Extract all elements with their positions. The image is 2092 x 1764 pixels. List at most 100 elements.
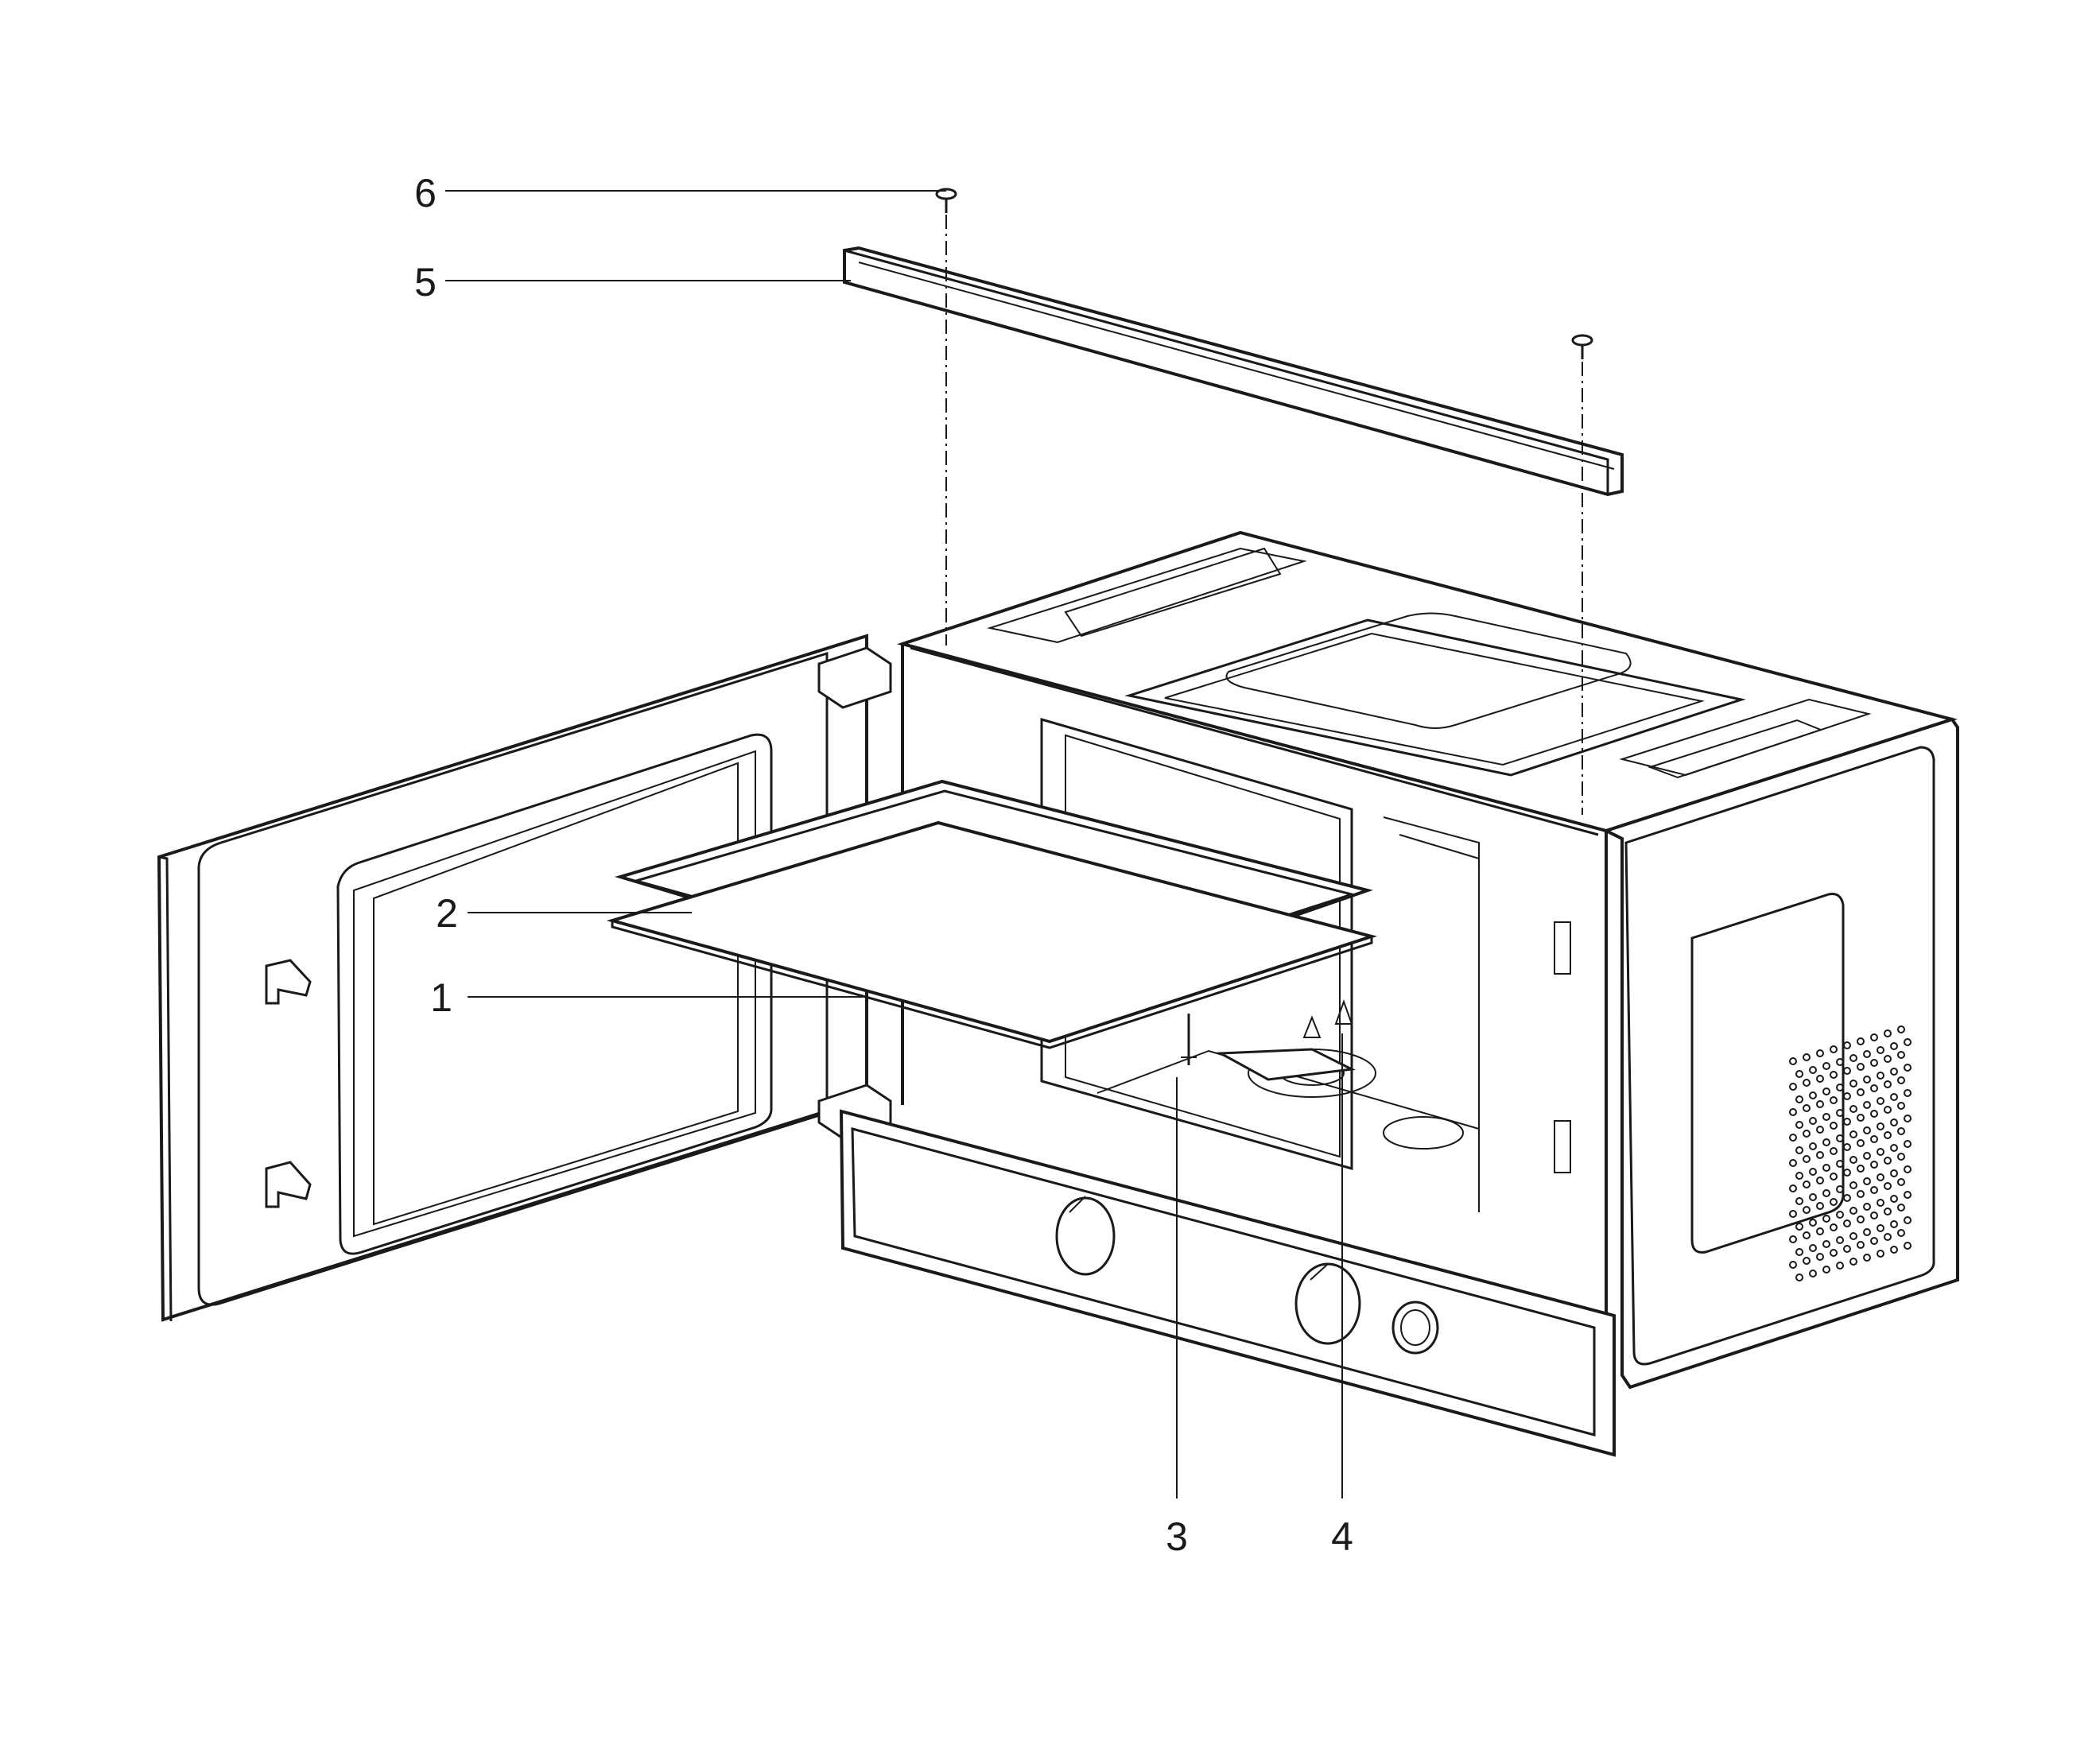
vent-hole xyxy=(1904,1165,1912,1173)
vent-hole xyxy=(1897,1153,1905,1161)
vent-hole xyxy=(1877,1148,1884,1156)
vent-hole xyxy=(1822,1240,1830,1248)
power-knob xyxy=(1294,1262,1361,1345)
vent-hole xyxy=(1830,1045,1838,1053)
vent-hole xyxy=(1877,1097,1884,1105)
vent-hole xyxy=(1816,1126,1824,1134)
vent-hole xyxy=(1789,1083,1797,1091)
vent-hole xyxy=(1843,1194,1851,1202)
vent-hole xyxy=(1809,1219,1817,1227)
vent-hole xyxy=(1890,1093,1898,1101)
vent-hole xyxy=(1890,1068,1898,1076)
vent-hole xyxy=(1849,1181,1857,1189)
vent-hole xyxy=(1803,1104,1811,1112)
vent-hole xyxy=(1789,1184,1797,1192)
vent-hole xyxy=(1897,1127,1905,1135)
vent-hole xyxy=(1897,1051,1905,1059)
support-pin-part-3 xyxy=(1181,1014,1197,1065)
vent-hole xyxy=(1809,1091,1817,1099)
vent-hole xyxy=(1870,1135,1878,1143)
vent-hole xyxy=(1904,1089,1912,1097)
vent-hole xyxy=(1809,1117,1817,1125)
vent-hole xyxy=(1884,1106,1892,1114)
tray-part-1 xyxy=(606,820,1378,1049)
vent-hole xyxy=(1795,1070,1803,1078)
door xyxy=(157,634,892,1322)
callout-5: 5 xyxy=(414,260,437,304)
vent-hole xyxy=(1884,1233,1892,1241)
vent-hole xyxy=(1795,1172,1803,1180)
vent-hole xyxy=(1897,1025,1905,1033)
vent-hole xyxy=(1830,1147,1838,1155)
vent-hole xyxy=(1863,1177,1871,1185)
vent-hole xyxy=(1789,1159,1797,1167)
cabinet xyxy=(896,530,1959,1390)
vent-hole xyxy=(1789,1108,1797,1116)
vent-hole xyxy=(1830,1096,1838,1104)
vent-hole xyxy=(1877,1072,1884,1080)
trim-strip-part-5 xyxy=(843,246,1624,497)
vent-hole xyxy=(1890,1195,1898,1203)
vent-hole xyxy=(1863,1126,1871,1134)
vent-hole xyxy=(1884,1182,1892,1190)
vent-hole xyxy=(1836,1185,1844,1193)
vent-hole xyxy=(1795,1274,1803,1281)
vent-hole xyxy=(1890,1118,1898,1126)
vent-hole xyxy=(1809,1066,1817,1074)
vent-hole xyxy=(1803,1053,1811,1061)
vent-hole xyxy=(1822,1087,1830,1095)
vent-hole xyxy=(1843,1118,1851,1126)
vent-hole xyxy=(1836,1084,1844,1091)
vent-hole xyxy=(1897,1204,1905,1212)
vent-hole xyxy=(1877,1250,1884,1258)
vent-hole xyxy=(1870,1059,1878,1067)
vent-hole xyxy=(1857,1190,1865,1198)
vent-hole xyxy=(1809,1270,1817,1277)
vent-hole xyxy=(1877,1046,1884,1054)
vent-hole xyxy=(1830,1122,1838,1130)
vent-hole xyxy=(1877,1224,1884,1232)
vent-hole xyxy=(1836,1236,1844,1244)
vent-hole xyxy=(1849,1105,1857,1113)
vent-hole xyxy=(1836,1109,1844,1117)
vent-hole xyxy=(1884,1080,1892,1088)
vent-hole xyxy=(1843,1092,1851,1100)
timer-knob xyxy=(1055,1196,1116,1276)
vent-hole xyxy=(1809,1168,1817,1176)
vent-hole xyxy=(1870,1237,1878,1245)
door-latch-upper xyxy=(265,959,312,1005)
vent-hole xyxy=(1870,1186,1878,1194)
vent-hole xyxy=(1897,1178,1905,1186)
vent-hole xyxy=(1836,1160,1844,1168)
vent-hole xyxy=(1849,1130,1857,1138)
vent-hole xyxy=(1836,1134,1844,1142)
vent-hole xyxy=(1830,1249,1838,1257)
vent-hole xyxy=(1877,1173,1884,1181)
vent-hole xyxy=(1836,1262,1844,1270)
vent-hole xyxy=(1822,1215,1830,1223)
vent-hole xyxy=(1809,1142,1817,1150)
vent-hole xyxy=(1904,1191,1912,1199)
vent-hole xyxy=(1857,1215,1865,1223)
vent-hole xyxy=(1863,1101,1871,1109)
vent-hole xyxy=(1857,1139,1865,1147)
vent-hole xyxy=(1843,1041,1851,1049)
control-panel xyxy=(839,1109,1616,1457)
vent-hole xyxy=(1789,1261,1797,1269)
vent-hole xyxy=(1863,1203,1871,1211)
vent-hole xyxy=(1870,1033,1878,1041)
vent-hole xyxy=(1884,1131,1892,1139)
vent-hole xyxy=(1857,1088,1865,1096)
vent-hole xyxy=(1822,1189,1830,1197)
vent-hole xyxy=(1870,1212,1878,1219)
vent-hole xyxy=(1803,1181,1811,1188)
callout-1: 1 xyxy=(430,975,452,1020)
vent-hole xyxy=(1904,1115,1912,1122)
vent-hole xyxy=(1830,1071,1838,1079)
door-release-button xyxy=(1391,1301,1439,1355)
vent-hole xyxy=(1822,1113,1830,1121)
vent-hole xyxy=(1890,1169,1898,1177)
screw-part-6-right xyxy=(1571,334,1593,359)
vent-hole xyxy=(1857,1037,1865,1045)
